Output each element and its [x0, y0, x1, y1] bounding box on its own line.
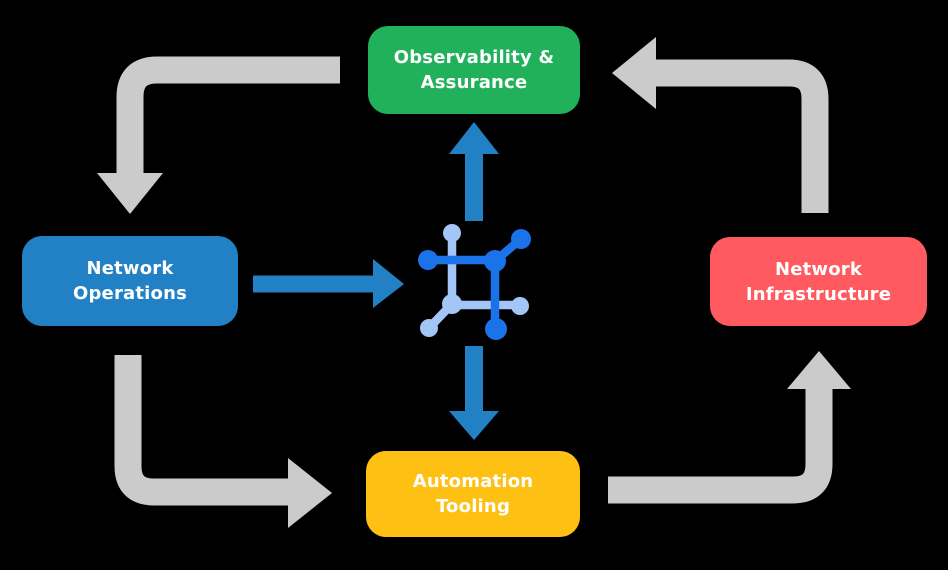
node-label-line: Infrastructure	[745, 283, 892, 305]
arrow-observability-to-operations	[97, 56, 340, 214]
node-label-line: Observability &	[393, 47, 555, 68]
node-label-line: Tooling	[435, 496, 511, 517]
cycle-arrows	[97, 37, 851, 528]
node-network-infrastructure: Network Infrastructure	[710, 237, 927, 326]
center-arrows	[253, 122, 499, 440]
node-observability-assurance: Observability & Assurance	[368, 26, 580, 114]
arrow-operations-to-center	[253, 259, 404, 308]
node-label-line: Assurance	[420, 72, 528, 93]
arrow-infrastructure-to-observability	[612, 37, 829, 213]
network-hub-icon	[418, 224, 531, 340]
network-hub-icon-dark	[418, 229, 531, 340]
arrow-center-to-tooling	[449, 346, 499, 440]
node-label-line: Automation	[412, 471, 534, 492]
node-label-line: Network	[774, 258, 863, 280]
node-network-operations: Network Operations	[22, 236, 238, 326]
arrow-tooling-to-infrastructure	[608, 351, 851, 504]
node-label-line: Network	[86, 258, 174, 279]
node-label-line: Operations	[72, 283, 188, 304]
node-automation-tooling: Automation Tooling	[366, 451, 580, 537]
arrow-operations-to-tooling	[114, 355, 332, 528]
arrow-center-to-observability	[449, 122, 499, 221]
